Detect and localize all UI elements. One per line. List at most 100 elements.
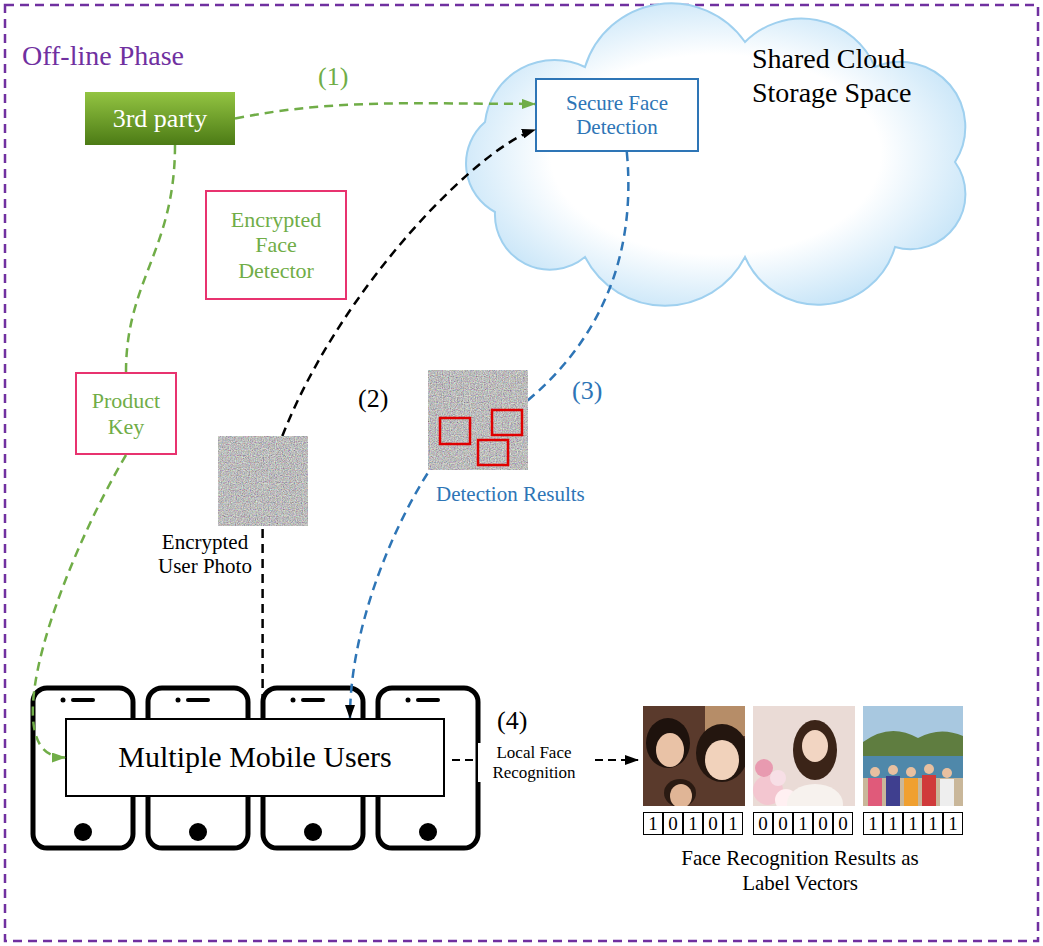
hair (646, 718, 690, 768)
hair (793, 720, 837, 780)
face (802, 730, 828, 762)
vector-bit: 0 (668, 814, 678, 833)
vector-cell: 0 (813, 812, 833, 835)
vector-bit: 1 (888, 814, 898, 833)
detection-box (478, 440, 508, 465)
photo-caption-wrap: Encrypted User Photo (157, 530, 253, 578)
shore (863, 778, 963, 806)
face (942, 768, 952, 778)
vector-cell: 0 (773, 812, 793, 835)
cloud-shape (466, 3, 965, 305)
vector-bit: 1 (868, 814, 878, 833)
vector-cell: 1 (923, 812, 943, 835)
face (670, 784, 692, 806)
step-number: (4) (497, 706, 527, 735)
vector-bit: 1 (948, 814, 958, 833)
connector (126, 145, 175, 372)
encrypted-photo (218, 436, 308, 526)
face (656, 733, 684, 767)
vector-bit: 1 (908, 814, 918, 833)
step-label-wrap: Local Face Recognition (478, 743, 590, 782)
box-text: Encrypted Face Detector (217, 207, 335, 283)
vector-bit: 0 (778, 814, 788, 833)
phase-title: Off-line Phase (22, 40, 184, 72)
edge-label-wrap: (1) (316, 62, 350, 92)
hair (696, 724, 745, 782)
face (906, 767, 916, 777)
photo (863, 706, 963, 806)
result-caption: Detection Results (436, 482, 585, 506)
edge-label-wrap: (2) (356, 384, 390, 414)
cloud-storage: Shared Cloud Storage SpaceSecure Face De… (415, 12, 1005, 274)
flower (755, 759, 773, 777)
party-name: 3rd party (113, 104, 208, 134)
vector-cell: 0 (833, 812, 853, 835)
edge-label: (2) (356, 384, 390, 413)
vector-bit: 0 (758, 814, 768, 833)
flower (770, 770, 786, 786)
sea (863, 756, 963, 778)
vector-bit: 0 (708, 814, 718, 833)
vector-cell: 1 (643, 812, 663, 835)
person (886, 776, 900, 806)
result-caption: Face Recognition Results as Label Vector… (681, 846, 918, 895)
face (705, 740, 739, 780)
edge-label: (3) (570, 376, 604, 405)
connector (33, 455, 126, 758)
vector-bit: 1 (648, 814, 658, 833)
vector-bit: 1 (728, 814, 738, 833)
vector-cell: 1 (683, 812, 703, 835)
photo-ground (643, 706, 745, 806)
data-box: Encrypted Face Detector (205, 190, 347, 300)
box-text: Product Key (87, 388, 165, 439)
vector-cell: 1 (793, 812, 813, 835)
vector-cell: 1 (883, 812, 903, 835)
person (922, 775, 936, 806)
encrypted-photo (428, 370, 528, 470)
vector-cell: 0 (663, 812, 683, 835)
person (868, 778, 882, 806)
result-caption-wrap: Face Recognition Results as Label Vector… (668, 846, 932, 896)
vector-bit: 0 (818, 814, 828, 833)
photo (643, 706, 745, 806)
face (888, 765, 898, 775)
vector-bit: 0 (838, 814, 848, 833)
third-party-box: 3rd party (85, 92, 235, 145)
sky (863, 706, 963, 806)
face (924, 764, 934, 774)
face (870, 767, 880, 777)
edge-label-wrap: (3) (570, 376, 604, 406)
person (904, 778, 918, 806)
photo (753, 706, 855, 806)
users-box: Multiple Mobile Users (65, 718, 445, 797)
photo-caption: Encrypted User Photo (158, 530, 252, 578)
vector-cell: 1 (903, 812, 923, 835)
step-label: Local Face Recognition (478, 743, 590, 782)
box-text: Multiple Mobile Users (118, 740, 391, 775)
vector-bit: 1 (928, 814, 938, 833)
box-text: Secure Face Detection (547, 91, 687, 139)
detection-box (440, 418, 470, 444)
vector-bit: 1 (798, 814, 808, 833)
vector-bit: 1 (688, 814, 698, 833)
vector-cell: 1 (723, 812, 743, 835)
edge-label: (1) (316, 62, 350, 91)
vector-cell: 1 (943, 812, 963, 835)
result-caption-wrap: Detection Results (436, 482, 585, 507)
process-box: Secure Face Detection (535, 78, 699, 152)
vector-cell: 0 (753, 812, 773, 835)
step-number-wrap: (4) (497, 706, 527, 736)
vector-cell: 0 (703, 812, 723, 835)
data-box: Product Key (75, 372, 177, 455)
hill (863, 731, 963, 760)
hair (664, 779, 696, 806)
detection-box (492, 410, 522, 435)
cloud-outline (415, 12, 1005, 274)
person (940, 779, 954, 806)
vector-cell: 1 (863, 812, 883, 835)
cloud-title: Shared Cloud Storage Space (752, 42, 952, 109)
